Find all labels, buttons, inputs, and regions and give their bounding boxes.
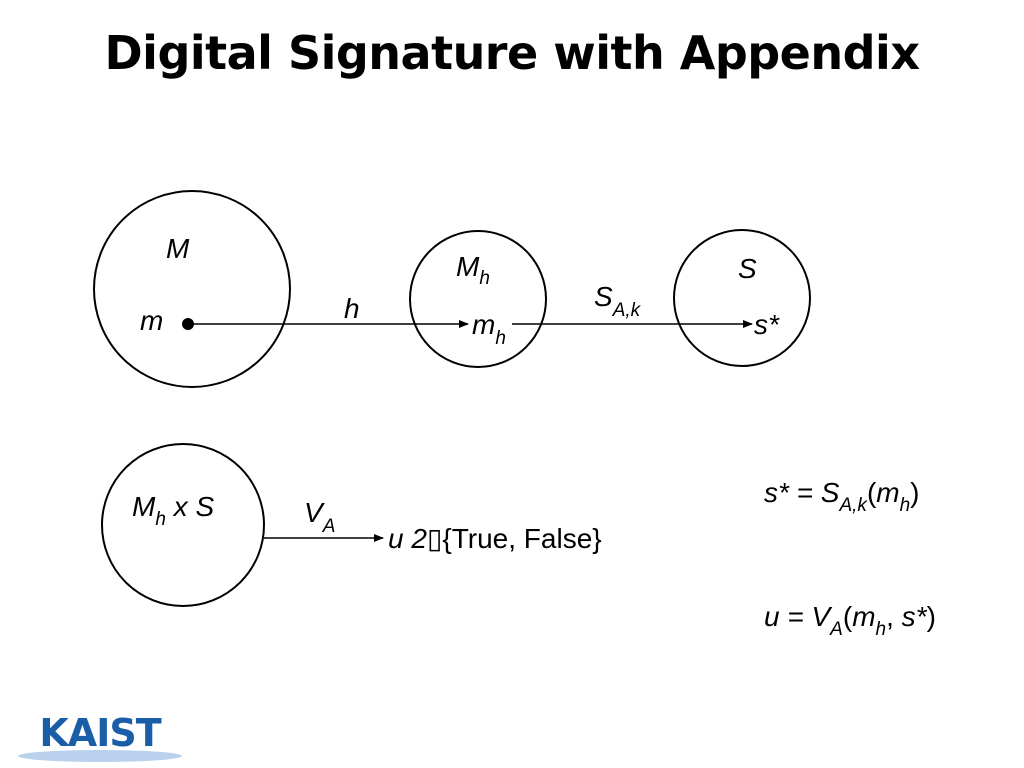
elem-mh-base: m (472, 309, 495, 340)
set-M-label: M (166, 233, 190, 264)
slide-title: Digital Signature with Appendix (104, 26, 921, 80)
verify-domain-circle (101, 443, 265, 607)
eq2-open: ( (843, 601, 853, 632)
arrow-sign-label: SA,k (594, 281, 642, 321)
eq2-arg2: s* (902, 601, 928, 632)
arrow-verify-sub: A (322, 516, 336, 537)
arrow-h-label: h (344, 293, 360, 324)
verify-domain-sub: h (155, 509, 166, 530)
arrow-verify-label: VA (304, 497, 335, 537)
elem-s-label: s* (754, 309, 780, 340)
logo-text: KAIST (39, 711, 161, 755)
elem-mh-label: mh (472, 309, 506, 349)
arrow-verify-base: V (304, 497, 325, 528)
eq2-lhs: u = V (764, 601, 832, 632)
verify-domain-label: Mh x S (132, 491, 214, 530)
eq2-sub: A (829, 619, 843, 640)
set-Mh-circle (409, 230, 547, 368)
arrow-sign-sub: A,k (612, 300, 642, 321)
verify-result-glyph: ▯ (427, 523, 442, 554)
verify-result: u 2▯{True, False} (388, 523, 602, 554)
eq1-sub: A,k (838, 495, 868, 516)
elem-m-label: m (140, 305, 163, 336)
eq1-close: ) (910, 477, 919, 508)
verify-domain-rest: x S (166, 491, 215, 522)
eq2-close: ) (927, 601, 936, 632)
equation-sign: s* = SA,k(mh) (764, 477, 920, 516)
eq2-arg1: m (852, 601, 875, 632)
verify-result-set: {True, False} (442, 523, 601, 554)
set-Mh-base: M (456, 251, 480, 282)
set-Mh-label: Mh (456, 251, 490, 289)
eq1-arg-sub: h (900, 495, 911, 516)
set-M-circle (93, 190, 291, 388)
set-S-label: S (738, 253, 757, 284)
elem-m-dot (182, 318, 194, 330)
eq1-arg: m (876, 477, 899, 508)
equation-verify: u = VA(mh, s*) (764, 601, 936, 640)
logo-swoosh (18, 750, 182, 762)
elem-mh-sub: h (495, 328, 506, 349)
eq1-lhs: s* = S (764, 477, 840, 508)
verify-domain-base: M (132, 491, 156, 522)
set-Mh-sub: h (479, 268, 490, 289)
eq1-open: ( (867, 477, 877, 508)
kaist-logo: KAIST (18, 711, 182, 762)
set-S-circle (673, 229, 811, 367)
eq2-arg1-sub: h (876, 619, 887, 640)
eq2-comma: , (886, 601, 902, 632)
verify-result-u: u 2 (388, 523, 427, 554)
arrow-sign-base: S (594, 281, 613, 312)
